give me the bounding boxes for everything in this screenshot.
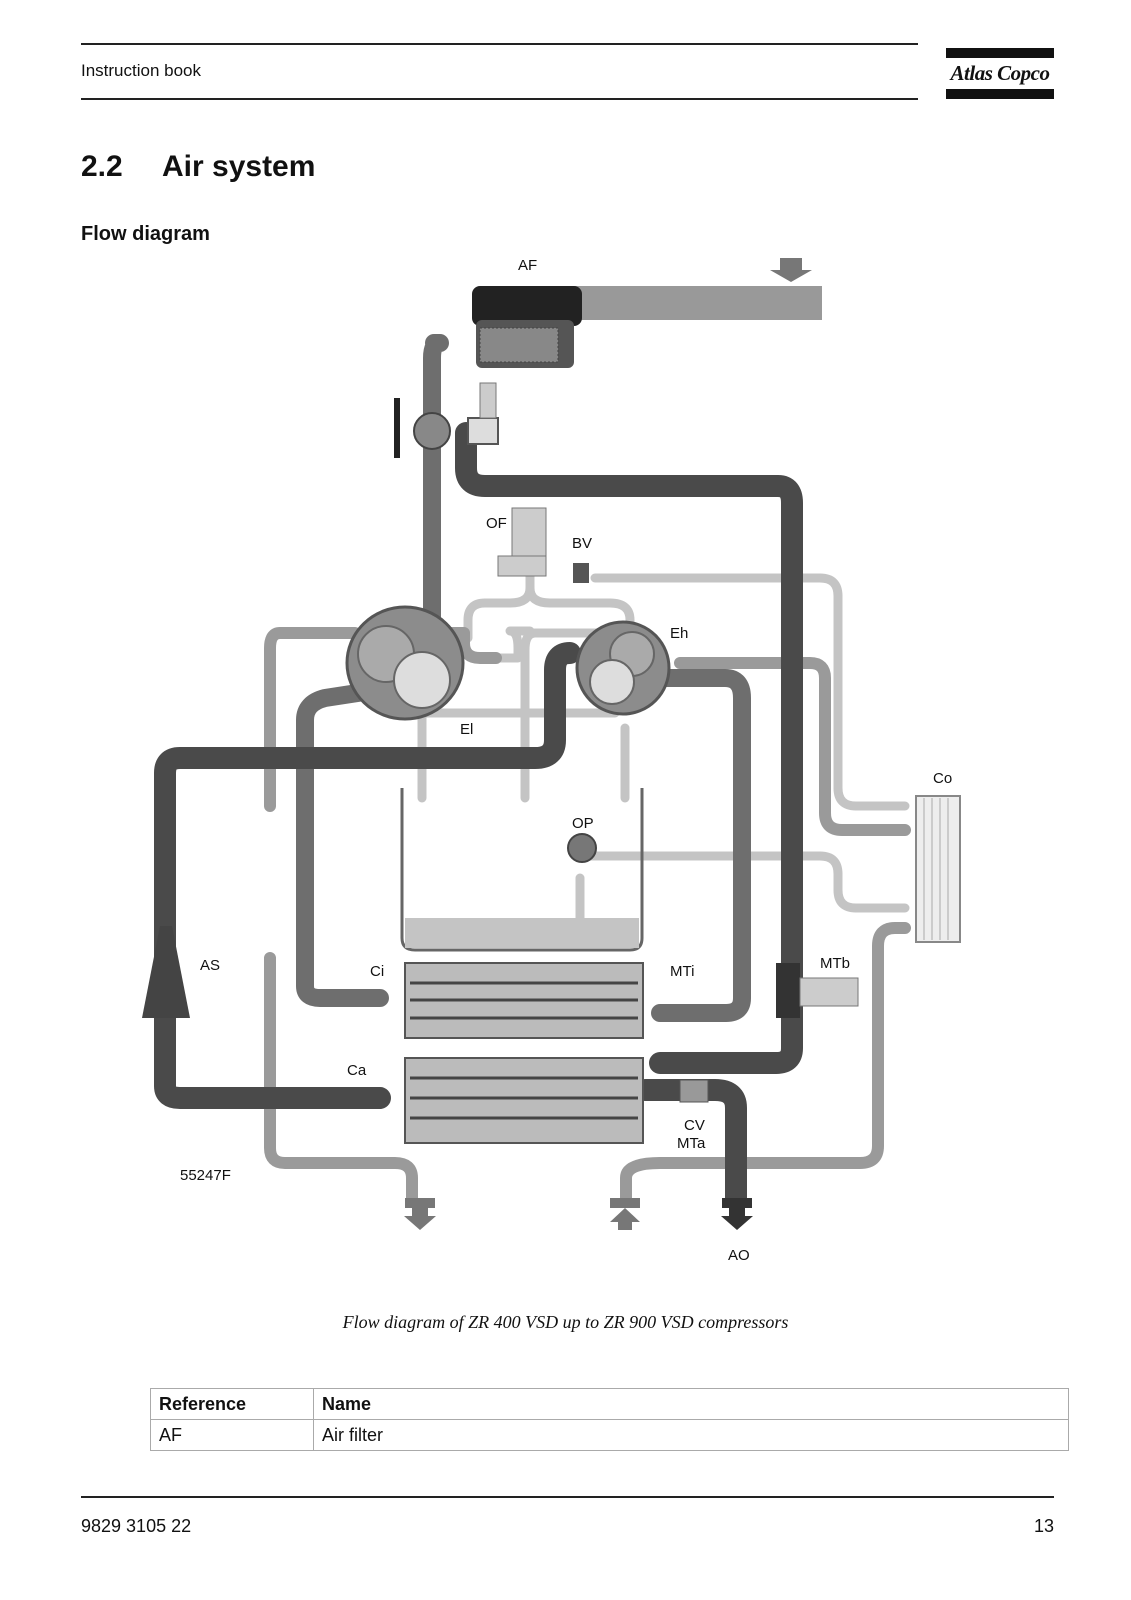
oil-cooler	[915, 795, 961, 943]
label-ci: Ci	[370, 963, 384, 980]
subheading: Flow diagram	[81, 223, 210, 245]
section-title: Air system	[162, 150, 316, 183]
footer-rule	[81, 1496, 1054, 1498]
document-type-label: Instruction book	[81, 61, 202, 80]
label-ao: AO	[728, 1247, 750, 1264]
label-bv: BV	[572, 535, 592, 552]
label-eh: Eh	[670, 625, 688, 642]
oil-lines-medium	[264, 627, 911, 1204]
figure-id: 55247F	[180, 1167, 231, 1184]
inlet-arrow-icon	[770, 258, 812, 282]
high-pressure-element	[575, 620, 671, 716]
oil-sump	[400, 788, 644, 952]
oil-lines-light	[417, 563, 910, 943]
label-mta: MTa	[677, 1135, 706, 1152]
column-header: Reference	[150, 1388, 314, 1420]
oil-filter	[497, 507, 547, 577]
drain-arrows	[404, 1198, 753, 1230]
inlet-valve	[394, 382, 499, 458]
air-separator	[142, 926, 190, 1018]
table-row: AF Air filter	[150, 1419, 1069, 1451]
document-number: 9829 3105 22	[81, 1516, 192, 1536]
label-el: El	[460, 721, 473, 738]
label-mtb: MTb	[820, 955, 850, 972]
cooling-inlet-arrow-icon	[610, 1208, 640, 1230]
flow-diagram: AF OF BV Eh El Co OP AS Ci MTi MTb Ca CV…	[142, 258, 961, 1264]
label-op: OP	[572, 815, 594, 832]
section-number: 2.2	[81, 150, 123, 183]
blow-off-silencer	[776, 963, 859, 1018]
brand-logo: Atlas Copco	[946, 48, 1054, 100]
aftercooler	[404, 1057, 644, 1144]
check-valve	[679, 1079, 709, 1103]
blow-off-valve	[573, 563, 589, 583]
reference-table: Reference Name AF Air filter	[150, 1388, 1069, 1451]
header-top-rule	[81, 43, 918, 45]
label-af: AF	[518, 258, 537, 274]
figure-caption: Flow diagram of ZR 400 VSD up to ZR 900 …	[342, 1312, 789, 1332]
label-ca: Ca	[347, 1062, 367, 1079]
air-outlet-arrow-icon	[721, 1208, 753, 1230]
air-lines-dark	[154, 422, 803, 1209]
table-cell: Air filter	[313, 1419, 1069, 1451]
column-header: Name	[313, 1388, 1069, 1420]
page-number: 13	[1033, 1516, 1054, 1536]
air-filter	[472, 258, 822, 368]
label-co: Co	[933, 770, 952, 787]
label-of: OF	[486, 515, 507, 532]
low-pressure-element	[345, 605, 465, 721]
intercooler	[404, 962, 644, 1039]
label-cv: CV	[684, 1117, 705, 1134]
header-bottom-rule	[81, 98, 918, 100]
table-header-row: Reference Name	[150, 1388, 1069, 1420]
label-mti: MTi	[670, 963, 694, 980]
drain-arrow-icon	[404, 1208, 436, 1230]
table-cell: AF	[150, 1419, 314, 1451]
label-as: AS	[200, 957, 220, 974]
logo-text: Atlas Copco	[950, 61, 1050, 85]
